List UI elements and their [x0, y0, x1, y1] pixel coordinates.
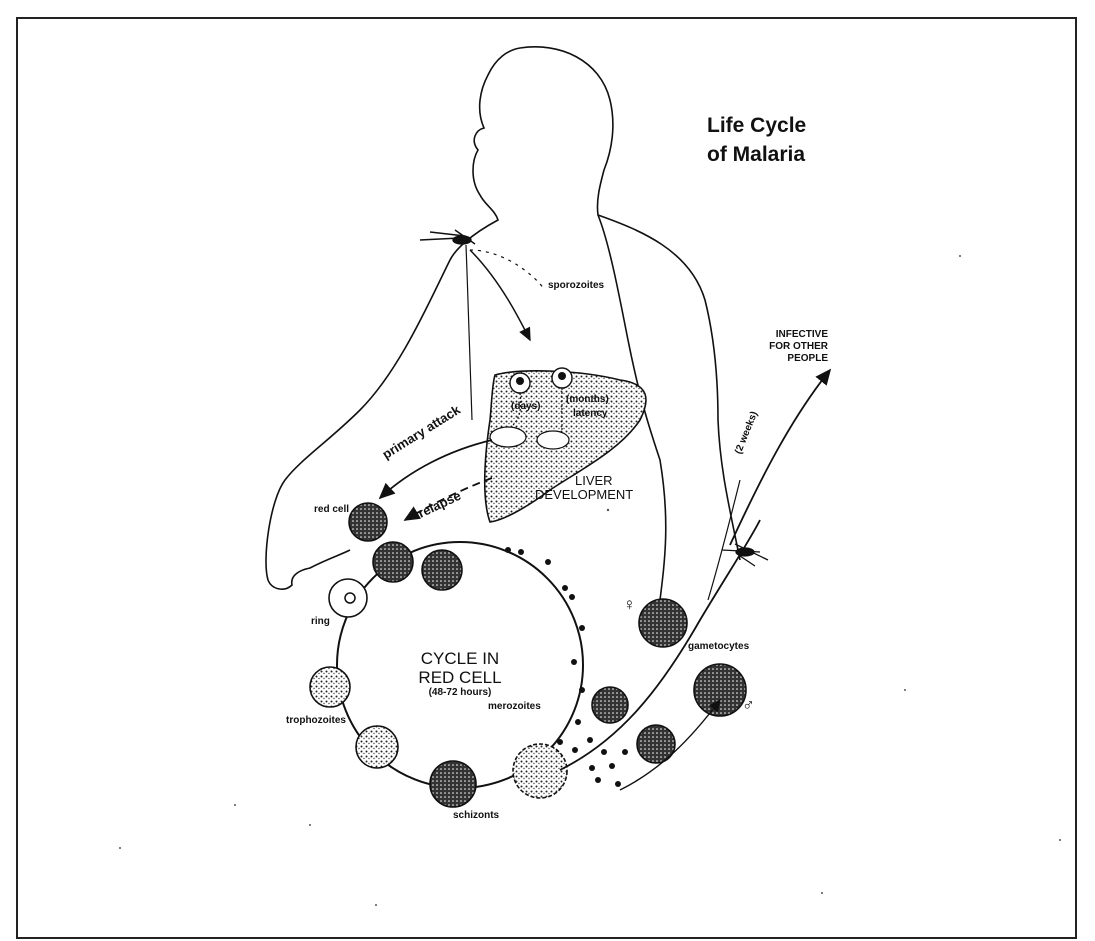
liver-label-2: DEVELOPMENT [535, 488, 633, 502]
ring-cell-icon [329, 579, 367, 617]
bursting-schizont-icon [513, 744, 567, 798]
merozoite-entry-cell-icon [422, 550, 462, 590]
infective-label-3: PEOPLE [742, 354, 828, 365]
infected-red-cell-icon [373, 542, 413, 582]
gametocyte-cell-1-icon [592, 687, 628, 723]
male-symbol: ♂ [742, 696, 755, 714]
hypnozoite-icon [537, 431, 569, 449]
title-line-1: Life Cycle [707, 115, 806, 137]
gametocytes-label: gametocytes [688, 642, 749, 653]
title-line-2: of Malaria [707, 144, 805, 166]
red-cell-icon [349, 503, 387, 541]
schizont-cell-icon [430, 761, 476, 807]
sporozoites-label: sporozoites [548, 281, 604, 292]
liver-label-1: LIVER [575, 474, 613, 488]
sporozoite-arrow [470, 250, 530, 340]
infective-label-2: FOR OTHER [742, 342, 828, 353]
sporozoite-path [470, 250, 545, 290]
days-label: (days) [511, 402, 540, 413]
ring-label: ring [311, 617, 330, 628]
trophozoites-label: trophozoites [286, 716, 346, 727]
schizonts-label: schizonts [453, 811, 499, 822]
mosquito-shoulder-icon [420, 230, 475, 244]
liver-schizont-icon [490, 427, 526, 447]
cycle-label-3: (48-72 hours) [405, 688, 515, 699]
trophozoite-cell-icon [310, 667, 350, 707]
infective-arrow [730, 370, 830, 545]
neck-line [466, 245, 472, 420]
latency-label: latency [573, 409, 607, 420]
infective-label-1: INFECTIVE [742, 330, 828, 341]
merozoites-label: merozoites [488, 702, 541, 713]
months-label: (months) [566, 395, 609, 406]
trophozoite-cell-2-icon [356, 726, 398, 768]
male-gametocyte-icon [694, 664, 746, 716]
cycle-label-1: CYCLE IN [405, 650, 515, 668]
female-gametocyte-icon [639, 599, 687, 647]
cycle-label-2: RED CELL [405, 669, 515, 687]
red-cell-label: red cell [314, 505, 349, 516]
female-symbol: ♀ [623, 596, 636, 614]
scan-specks [119, 255, 1061, 906]
